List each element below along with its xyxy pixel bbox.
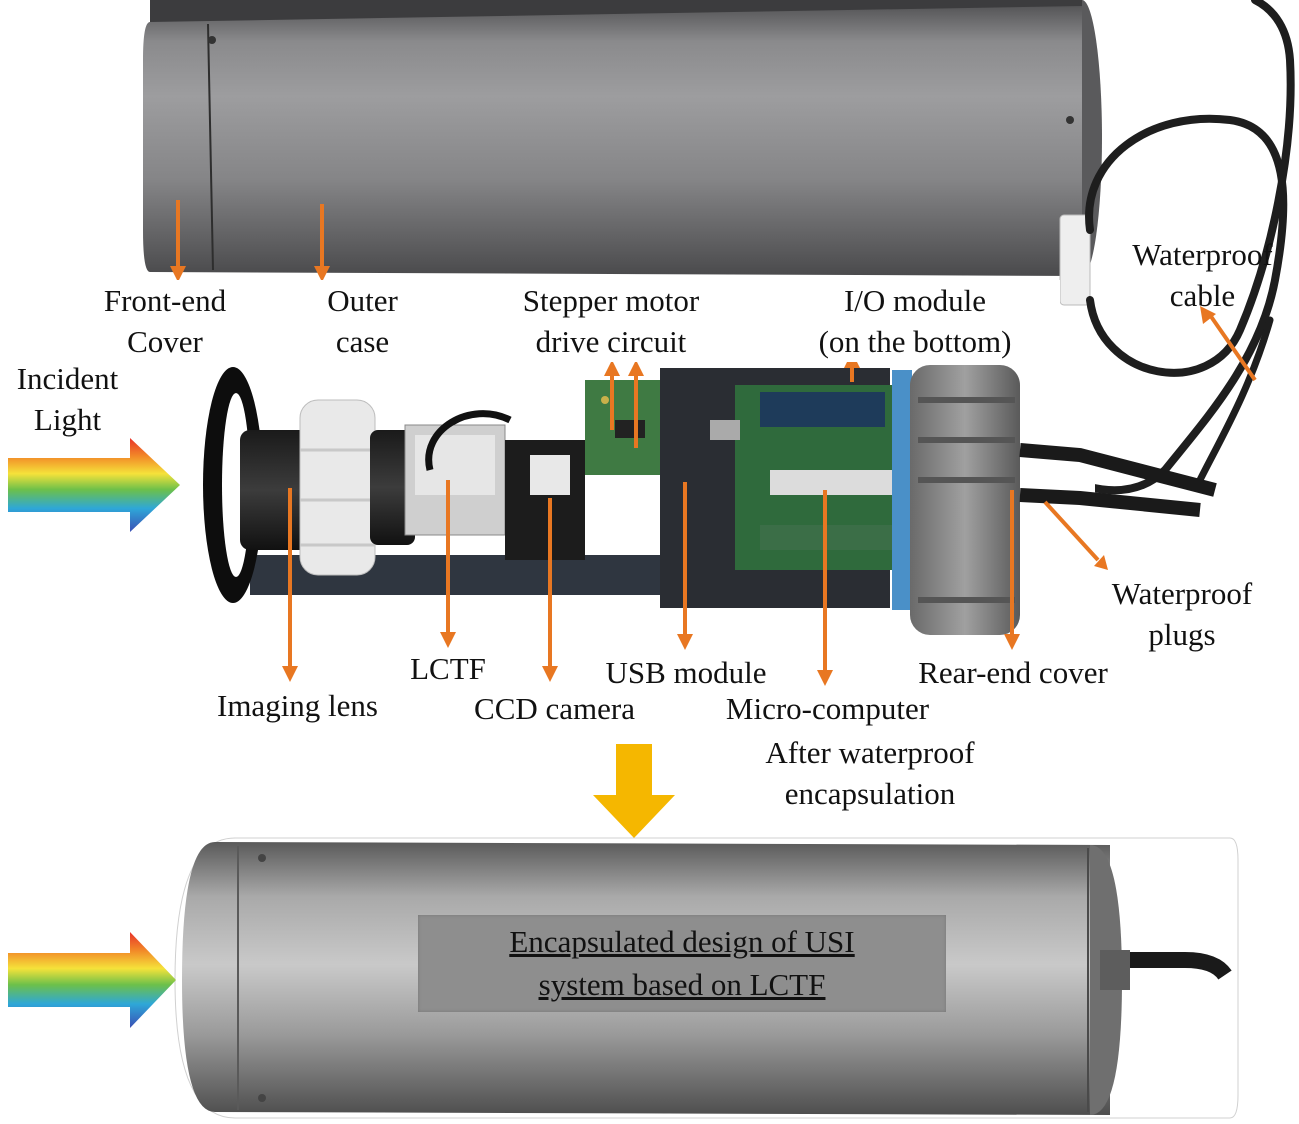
label-waterproof-plugs: Waterproof plugs [1092, 573, 1272, 655]
label-imaging-lens: Imaging lens [217, 688, 378, 723]
label-outer-case: Outer case [270, 280, 455, 362]
label-usb-module: USB module [605, 655, 767, 690]
label-front-end-cover: Front-end Cover [82, 280, 248, 362]
spectrum-arrow-icon [8, 438, 180, 532]
caption-box [418, 915, 946, 1012]
label-micro-computer: Micro-computer [725, 691, 930, 726]
outer-case-photo [143, 0, 1102, 306]
internal-assembly-photo [203, 350, 1217, 650]
down-arrow-icon [593, 744, 675, 838]
caption-encapsulated-design: Encapsulated design of USI system based … [509, 924, 855, 1002]
label-ccd-camera: CCD camera [474, 691, 635, 726]
label-incident-light: Incident Light [16, 361, 119, 437]
pointer-arrows [170, 200, 1257, 686]
label-waterproof-cable: Waterproof cable [1132, 237, 1273, 313]
spectrum-arrow-icon [8, 932, 176, 1028]
waterproof-cable [1016, 0, 1295, 495]
label-rear-end-cover: Rear-end cover [918, 655, 1108, 690]
label-io-module: I/O module (on the bottom) [770, 280, 1060, 362]
label-stepper-motor-drive-circuit: Stepper motor drive circuit [466, 280, 756, 362]
label-after-waterproof-encapsulation: After waterproof encapsulation [765, 735, 975, 811]
label-lctf: LCTF [410, 651, 486, 686]
